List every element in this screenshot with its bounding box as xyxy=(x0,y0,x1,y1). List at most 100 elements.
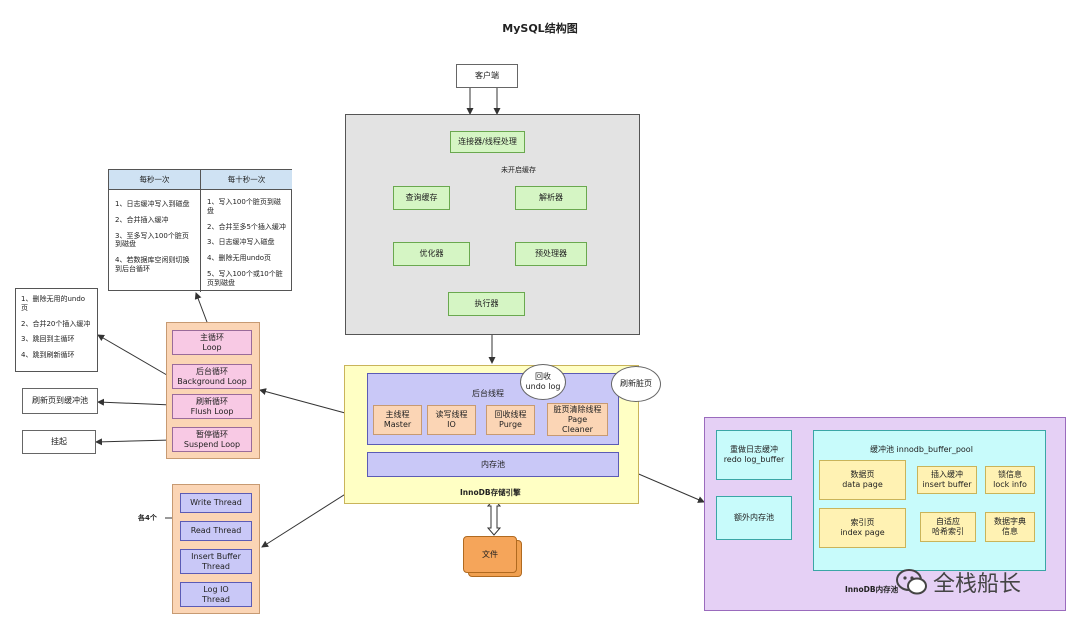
write-thread-box: Write Thread xyxy=(180,493,252,513)
loop-en: Suspend Loop xyxy=(183,439,241,449)
box-line: 插入缓冲 xyxy=(930,470,963,479)
list-item: 1、删除无用的undo页 xyxy=(21,295,86,312)
box-line: data page xyxy=(842,480,883,489)
list-item: 2、合并20个插入缓冲 xyxy=(21,319,91,328)
list-item: 4、删除无用undo页 xyxy=(207,254,272,262)
connector-box: 连接器/线程处理 xyxy=(450,131,525,153)
callout-line: undo log xyxy=(525,382,561,391)
data-dictionary-box: 数据字典信息 xyxy=(985,512,1035,542)
thread-en: IO xyxy=(447,420,456,429)
adaptive-hash-index-box: 自适应哈希索引 xyxy=(920,512,976,542)
thread-en-2: Cleaner xyxy=(562,424,593,434)
page-title: MySQL结构图 xyxy=(502,22,578,35)
executor-box: 执行器 xyxy=(448,292,525,316)
loop-en: Background Loop xyxy=(177,376,247,386)
each-four-label: 各4个 xyxy=(138,514,157,522)
loop-en: Loop xyxy=(202,342,222,352)
every-second-list: 1、日志缓冲写入到磁盘 2、合并插入缓冲 3、至多写入100个脏页到磁盘 4、若… xyxy=(109,190,200,274)
list-item: 1、日志缓冲写入到磁盘 xyxy=(115,200,190,208)
list-item: 3、跳回到主循环 xyxy=(21,335,75,344)
list-item: 5、写入100个或10个脏页到磁盘 xyxy=(207,269,283,287)
box-line: 信息 xyxy=(1002,527,1018,536)
list-item: 2、合并插入缓冲 xyxy=(115,215,169,224)
buffer-pool-label: 缓冲池 innodb_buffer_pool xyxy=(870,445,973,454)
list-item: 2、合并至多5个插入缓冲 xyxy=(207,222,286,231)
watermark-text: 全栈船长 xyxy=(933,572,1022,597)
loop-name: 后台循环 xyxy=(195,366,228,376)
every-ten-seconds-column: 每十秒一次 1、写入100个脏页到磁盘 2、合并至多5个插入缓冲 3、日志缓冲写… xyxy=(201,170,292,292)
thread-suffix: Thread xyxy=(202,561,230,571)
loop-en: Flush Loop xyxy=(190,406,234,416)
thread-name: Insert Buffer xyxy=(191,551,241,561)
innodb-memory-label: InnoDB内存池 xyxy=(845,585,899,594)
loop-name: 暂停循环 xyxy=(195,429,228,439)
box-line: index page xyxy=(840,528,885,537)
list-item: 3、至多写入100个脏页到磁盘 xyxy=(115,231,189,249)
box-line: 数据字典 xyxy=(994,517,1026,526)
optimizer-box: 优化器 xyxy=(393,242,470,266)
thread-name: Read Thread xyxy=(190,526,242,535)
thread-en: Page xyxy=(567,414,588,424)
bg-threads-label: 后台线程 xyxy=(472,389,504,398)
box-line: 重做日志缓冲 xyxy=(730,445,778,454)
box-line: 哈希索引 xyxy=(932,527,964,536)
callout-line: 回收 xyxy=(534,372,551,381)
every-second-column: 每秒一次 1、日志缓冲写入到磁盘 2、合并插入缓冲 3、至多写入100个脏页到磁… xyxy=(109,170,201,292)
preprocessor-box: 预处理器 xyxy=(515,242,587,266)
parser-box: 解析器 xyxy=(515,186,587,210)
every-ten-seconds-list: 1、写入100个脏页到磁盘 2、合并至多5个插入缓冲 3、日志缓冲写入磁盘 4、… xyxy=(201,190,292,287)
wechat-icon xyxy=(896,569,927,595)
list-item: 1、写入100个脏页到磁盘 xyxy=(207,198,281,215)
box-line: insert buffer xyxy=(922,480,972,489)
box-line: lock info xyxy=(993,480,1027,489)
thread-name: 读写线程 xyxy=(435,410,468,419)
thread-name: Log IO xyxy=(203,584,229,594)
no-cache-label: 未开启缓存 xyxy=(500,165,537,175)
extra-memory-pool-box: 额外内存池 xyxy=(716,496,792,540)
thread-en: Purge xyxy=(499,420,522,429)
background-loop-list: 1、删除无用的undo页 2、合并20个插入缓冲 3、跳回到主循环 4、跳到刷新… xyxy=(15,288,98,372)
thread-en: Master xyxy=(383,420,412,429)
read-thread-box: Read Thread xyxy=(180,521,252,541)
thread-suffix: Thread xyxy=(202,594,230,604)
box-line: redo log_buffer xyxy=(723,455,785,464)
list-item: 4、跳到刷新循环 xyxy=(21,351,75,359)
box-line: 锁信息 xyxy=(997,470,1022,479)
list-item: 3、日志缓冲写入磁盘 xyxy=(207,238,275,247)
loop-name: 主循环 xyxy=(200,332,224,342)
list-item: 4、若数据库空闲则切换到后台循环 xyxy=(115,256,190,273)
suspend-box: 挂起 xyxy=(22,430,96,454)
every-ten-seconds-header: 每十秒一次 xyxy=(201,170,292,190)
innodb-engine-label: InnoDB存储引擎 xyxy=(460,488,521,497)
loop-name: 刷新循环 xyxy=(195,396,228,406)
memory-pool-bar: 内存池 xyxy=(367,452,619,477)
loop-table: 每秒一次 1、日志缓冲写入到磁盘 2、合并插入缓冲 3、至多写入100个脏页到磁… xyxy=(108,169,292,292)
thread-name: 回收线程 xyxy=(494,410,527,419)
thread-name: 脏页清除线程 xyxy=(553,404,602,414)
watermark: 全栈船长 xyxy=(895,566,1021,598)
query-cache-box: 查询缓存 xyxy=(393,186,450,210)
flush-to-pool-box: 刷新页到缓冲池 xyxy=(22,388,98,414)
every-second-header: 每秒一次 xyxy=(109,170,200,190)
thread-name: Write Thread xyxy=(190,498,242,507)
client-box: 客户端 xyxy=(456,64,518,88)
thread-name: 主线程 xyxy=(385,410,410,419)
dirty-page-callout: 刷新脏页 xyxy=(611,366,661,402)
box-line: 自适应 xyxy=(936,517,960,526)
box-line: 数据页 xyxy=(850,470,875,479)
